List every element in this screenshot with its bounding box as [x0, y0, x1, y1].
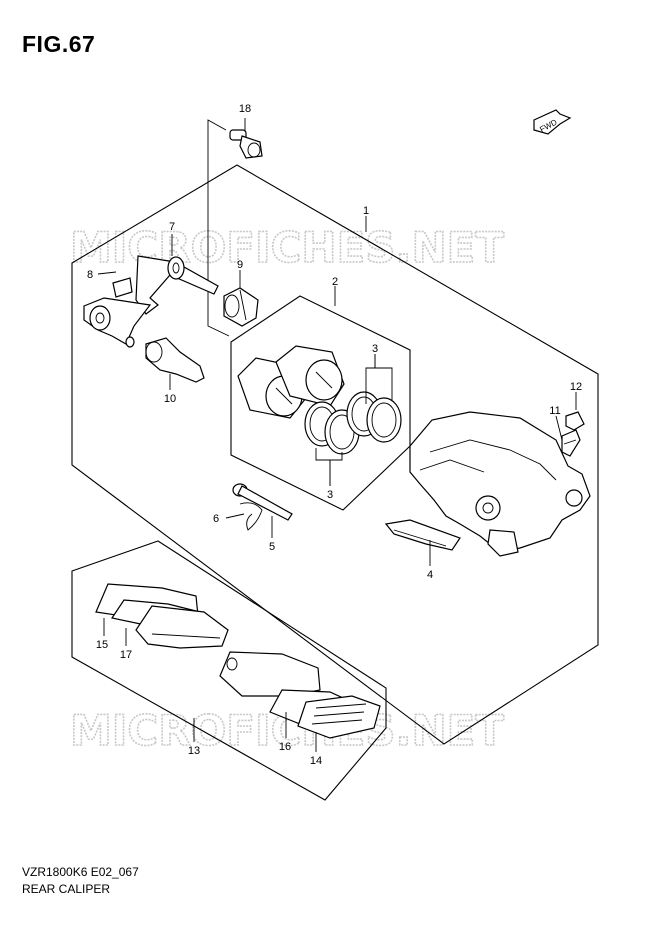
- seal-3-d: [366, 397, 402, 443]
- callout-15: 15: [96, 639, 108, 651]
- callout-16: 16: [279, 741, 291, 753]
- callout-12: 12: [570, 381, 582, 393]
- pin-5: [232, 483, 293, 521]
- bolt-18: [229, 129, 263, 159]
- bolt-bracket-line: [207, 119, 230, 337]
- watermark-top: MICROFICHES.NET: [70, 223, 504, 272]
- pad-set-box: [71, 540, 387, 801]
- callout-8: 8: [87, 269, 93, 281]
- shim-14: [297, 695, 381, 739]
- caliper-body: [409, 411, 591, 557]
- callout-3-top: 3: [372, 343, 378, 355]
- spring-plate-4: [384, 519, 461, 551]
- callout-6: 6: [213, 513, 219, 525]
- caliper-assembly-box: [71, 164, 599, 745]
- bleeder-cap-12: [565, 411, 585, 431]
- callout-9: 9: [237, 259, 243, 271]
- fwd-arrow-icon: FWD: [533, 109, 572, 135]
- callout-11: 11: [549, 405, 560, 417]
- boot-10: [145, 337, 205, 383]
- bleeder-screw-11: [561, 429, 581, 457]
- callout-3-bottom: 3: [327, 489, 333, 501]
- callout-17: 17: [120, 649, 132, 661]
- pad-15-b: [135, 605, 229, 649]
- piston-2-right: [275, 345, 345, 407]
- caliper-bracket-7: [112, 255, 219, 315]
- section-name: REAR CALIPER: [22, 882, 111, 896]
- callout-1: 1: [363, 205, 369, 217]
- leader-lines: [97, 118, 577, 752]
- callout-10: 10: [164, 393, 176, 405]
- callout-7: 7: [169, 221, 175, 233]
- callout-18: 18: [239, 103, 251, 115]
- clip-6: [239, 502, 263, 531]
- figure-title: FIG.67: [22, 31, 96, 57]
- boot-9: [223, 287, 259, 327]
- caliper-bracket-lower: [83, 297, 152, 348]
- callout-5: 5: [269, 541, 275, 553]
- callout-13: 13: [188, 745, 200, 757]
- callout-4: 4: [427, 569, 433, 581]
- callout-14: 14: [310, 755, 322, 767]
- model-code: VZR1800K6 E02_067: [22, 865, 139, 879]
- callout-2: 2: [332, 276, 338, 288]
- pad-16: [219, 651, 321, 697]
